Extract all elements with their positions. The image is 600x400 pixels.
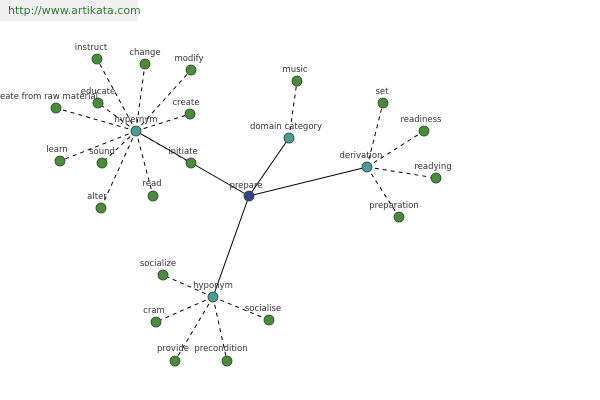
- leaf-node-readiness[interactable]: [418, 125, 430, 137]
- leaf-label-cram[interactable]: cram: [143, 306, 165, 316]
- edge-derivation-set: [366, 102, 384, 168]
- leaf-node-socialize[interactable]: [157, 269, 169, 281]
- leaf-node-music[interactable]: [291, 75, 303, 87]
- edge-hyponym-precondition: [212, 296, 228, 362]
- center-label-prepare[interactable]: prepare: [229, 181, 262, 191]
- leaf-node-provide[interactable]: [169, 355, 181, 367]
- leaf-node-precondition[interactable]: [221, 355, 233, 367]
- edge-hypernym-create: [135, 113, 191, 132]
- edge-domain-category-music: [288, 80, 298, 139]
- leaf-node-modify[interactable]: [185, 64, 197, 76]
- site-url-link[interactable]: http://www.artikata.com: [0, 0, 141, 21]
- relation-node-hypernym[interactable]: [130, 125, 142, 137]
- relation-node-derivation[interactable]: [361, 161, 373, 173]
- leaf-node-initiate[interactable]: [185, 157, 197, 169]
- leaf-node-instruct[interactable]: [91, 53, 103, 65]
- leaf-label-learn[interactable]: learn: [46, 145, 68, 155]
- leaf-node-cram[interactable]: [150, 316, 162, 328]
- leaf-label-create[interactable]: create: [173, 98, 200, 108]
- leaf-label-modify[interactable]: modify: [174, 54, 203, 64]
- leaf-label-create-from-raw-material[interactable]: create from raw material: [0, 92, 98, 102]
- edge-prepare-derivation: [248, 166, 368, 197]
- leaf-label-socialize[interactable]: socialize: [140, 259, 176, 269]
- leaf-label-read[interactable]: read: [142, 179, 161, 189]
- relation-node-domain-category[interactable]: [283, 132, 295, 144]
- relation-label-hyponym[interactable]: hyponym: [193, 281, 233, 291]
- leaf-node-educate[interactable]: [92, 97, 104, 109]
- leaf-label-precondition[interactable]: precondition: [194, 344, 247, 354]
- relation-label-hypernym[interactable]: hypernym: [114, 115, 157, 125]
- leaf-label-readying[interactable]: readying: [414, 162, 451, 172]
- leaf-label-preparation[interactable]: preparation: [369, 201, 419, 211]
- edge-hypernym-change: [135, 63, 146, 132]
- leaf-node-preparation[interactable]: [393, 211, 405, 223]
- leaf-node-alter[interactable]: [95, 202, 107, 214]
- leaf-label-music[interactable]: music: [282, 65, 307, 75]
- leaf-label-socialise[interactable]: socialise: [245, 304, 281, 314]
- leaf-node-set[interactable]: [377, 97, 389, 109]
- edge-prepare-domain-category: [248, 137, 290, 197]
- edge-hypernym-instruct: [96, 58, 137, 132]
- relation-label-derivation[interactable]: derivation: [339, 151, 382, 161]
- edge-hyponym-cram: [155, 296, 214, 323]
- leaf-label-initiate[interactable]: initiate: [168, 147, 198, 157]
- edge-derivation-preparation: [366, 166, 400, 218]
- relation-node-hyponym[interactable]: [207, 291, 219, 303]
- relation-label-domain-category[interactable]: domain category: [250, 122, 322, 132]
- leaf-node-read[interactable]: [147, 190, 159, 202]
- leaf-label-set[interactable]: set: [376, 87, 390, 97]
- edge-hypernym-initiate: [135, 130, 192, 164]
- edge-hypernym-read: [135, 130, 154, 197]
- leaf-label-educate[interactable]: educate: [81, 87, 115, 97]
- leaf-node-readying[interactable]: [430, 172, 442, 184]
- edge-hyponym-socialise: [212, 296, 270, 321]
- leaf-node-learn[interactable]: [54, 155, 66, 167]
- edge-derivation-readiness: [366, 130, 425, 168]
- leaf-node-socialise[interactable]: [263, 314, 275, 326]
- leaf-label-change[interactable]: change: [129, 48, 160, 58]
- leaf-label-readiness[interactable]: readiness: [401, 115, 443, 125]
- leaf-node-create-from-raw-material[interactable]: [50, 102, 62, 114]
- leaf-label-alter[interactable]: alter: [87, 192, 107, 202]
- edge-hypernym-alter: [100, 130, 137, 209]
- leaf-node-create[interactable]: [184, 108, 196, 120]
- edge-hypernym-learn: [59, 130, 137, 162]
- leaf-label-instruct[interactable]: instruct: [75, 43, 108, 53]
- edge-hyponym-socialize: [162, 274, 214, 298]
- center-node-prepare[interactable]: [243, 190, 255, 202]
- edge-hypernym-modify: [135, 69, 192, 132]
- leaf-node-sound[interactable]: [96, 157, 108, 169]
- leaf-node-change[interactable]: [139, 58, 151, 70]
- edge-hypernym-create-from-raw-material: [55, 107, 137, 132]
- leaf-label-provide[interactable]: provide: [157, 344, 189, 354]
- edge-derivation-readying: [366, 166, 437, 179]
- leaf-label-sound[interactable]: sound: [89, 147, 115, 157]
- edge-prepare-hyponym: [212, 195, 250, 298]
